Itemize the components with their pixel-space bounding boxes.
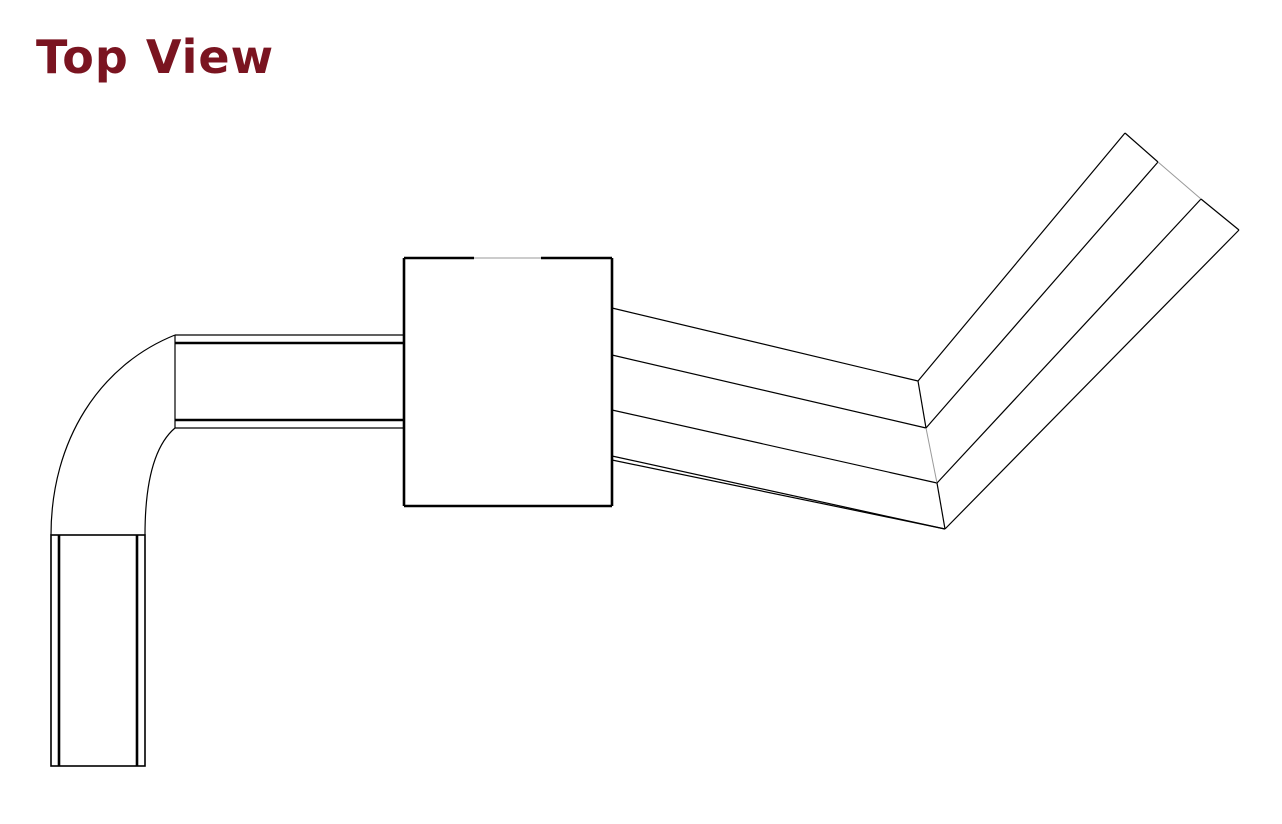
- elbow-fitting: [50, 334, 176, 536]
- central-box: [402, 256, 614, 508]
- horizontal-duct-segment: [174, 334, 404, 429]
- vertical-duct-segment: [50, 534, 146, 767]
- page-title: Top View: [36, 30, 275, 84]
- angled-duct-run: [611, 307, 946, 530]
- upward-duct-run: [917, 132, 1240, 530]
